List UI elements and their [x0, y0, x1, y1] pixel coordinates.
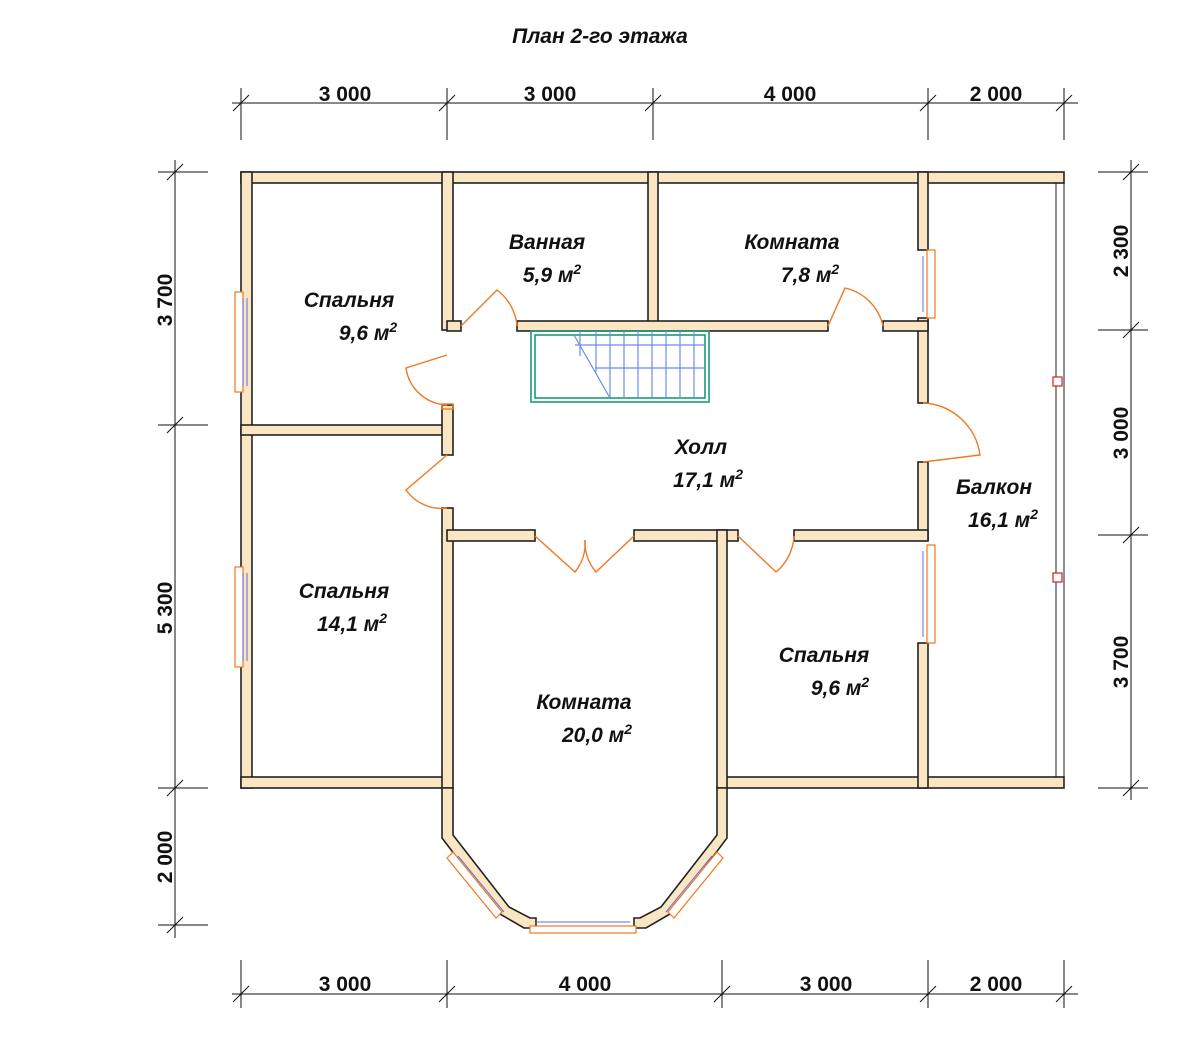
room-bedroom-right: Спальня 9,6 м2 — [779, 644, 870, 700]
room-name: Спальня — [779, 644, 870, 667]
room-name: Комната — [744, 231, 840, 254]
svg-text:9,6 м2: 9,6 м2 — [811, 674, 870, 700]
dim-bottom-1: 3 000 — [319, 973, 372, 996]
room-area: 9,6 м — [339, 322, 390, 345]
svg-text:20,0 м2: 20,0 м2 — [561, 721, 632, 747]
dimension-bottom: 3 000 4 000 3 000 2 000 — [232, 960, 1078, 1008]
room-area-sup: 2 — [734, 466, 743, 482]
room-bedroom-left: Спальня 14,1 м2 — [299, 580, 390, 636]
window-room-small — [922, 249, 936, 319]
plan-title: План 2-го этажа — [512, 25, 688, 48]
room-large: Комната 20,0 м2 — [536, 691, 632, 747]
dim-left-3: 2 000 — [154, 831, 177, 884]
room-area: 5,9 м — [523, 264, 574, 287]
room-name: Спальня — [299, 580, 390, 603]
room-labels: Спальня 9,6 м2 Ванная 5,9 м2 Комната 7,8… — [299, 231, 1038, 747]
room-name: Холл — [674, 436, 727, 459]
window-bedroom-top-left — [234, 291, 248, 393]
room-name: Ванная — [509, 231, 585, 254]
room-area: 7,8 м — [781, 264, 832, 287]
dimension-top: 3 000 3 000 4 000 2 000 — [232, 83, 1078, 140]
room-area-sup: 2 — [378, 610, 387, 626]
staircase — [530, 330, 710, 403]
dim-bottom-4: 2 000 — [970, 973, 1023, 996]
room-area-sup: 2 — [388, 319, 397, 335]
room-area: 17,1 м — [673, 469, 736, 492]
room-name: Балкон — [956, 476, 1032, 499]
svg-text:7,8 м2: 7,8 м2 — [781, 261, 840, 287]
room-area-sup: 2 — [830, 261, 839, 277]
room-area-sup: 2 — [860, 674, 869, 690]
dim-top-4: 2 000 — [970, 83, 1023, 106]
balcony-posts — [1052, 376, 1063, 583]
svg-text:17,1 м2: 17,1 м2 — [673, 466, 743, 492]
room-area: 9,6 м — [811, 677, 862, 700]
svg-text:16,1 м2: 16,1 м2 — [968, 506, 1038, 532]
room-name: Спальня — [304, 289, 395, 312]
dim-top-1: 3 000 — [319, 83, 372, 106]
room-area: 20,0 м — [561, 724, 625, 747]
dim-bottom-2: 4 000 — [559, 973, 612, 996]
dimension-right: 2 300 3 000 3 700 — [1098, 160, 1148, 800]
svg-text:14,1 м2: 14,1 м2 — [317, 610, 387, 636]
room-bathroom: Ванная 5,9 м2 — [509, 231, 585, 287]
dim-right-3: 3 700 — [1110, 636, 1133, 689]
room-small: Комната 7,8 м2 — [744, 231, 840, 287]
walls — [240, 171, 1065, 929]
dim-top-3: 4 000 — [764, 83, 817, 106]
room-area-sup: 2 — [572, 261, 581, 277]
window-bedroom-left — [234, 566, 248, 668]
dim-bottom-3: 3 000 — [800, 973, 853, 996]
window-bedroom-right — [922, 544, 936, 644]
room-area-sup: 2 — [623, 721, 632, 737]
room-bedroom-top-left: Спальня 9,6 м2 — [304, 289, 398, 345]
svg-text:5,9 м2: 5,9 м2 — [523, 261, 582, 287]
dim-right-1: 2 300 — [1110, 225, 1133, 278]
dim-top-2: 3 000 — [524, 83, 577, 106]
room-name: Комната — [536, 691, 632, 714]
dim-right-2: 3 000 — [1110, 407, 1133, 460]
room-balcony: Балкон 16,1 м2 — [956, 476, 1038, 532]
room-area: 14,1 м — [317, 613, 380, 636]
room-area-sup: 2 — [1029, 506, 1038, 522]
dim-left-2: 5 300 — [154, 582, 177, 635]
dim-left-1: 3 700 — [154, 274, 177, 327]
svg-text:9,6 м2: 9,6 м2 — [339, 319, 398, 345]
doors — [405, 287, 981, 574]
room-hall: Холл 17,1 м2 — [673, 436, 743, 492]
dimension-left: 3 700 5 300 2 000 — [154, 160, 208, 938]
window-bay-left — [446, 851, 505, 919]
room-area: 16,1 м — [968, 509, 1031, 532]
windows — [234, 249, 936, 934]
window-bay-right — [665, 851, 724, 919]
window-bay-center — [529, 921, 637, 934]
